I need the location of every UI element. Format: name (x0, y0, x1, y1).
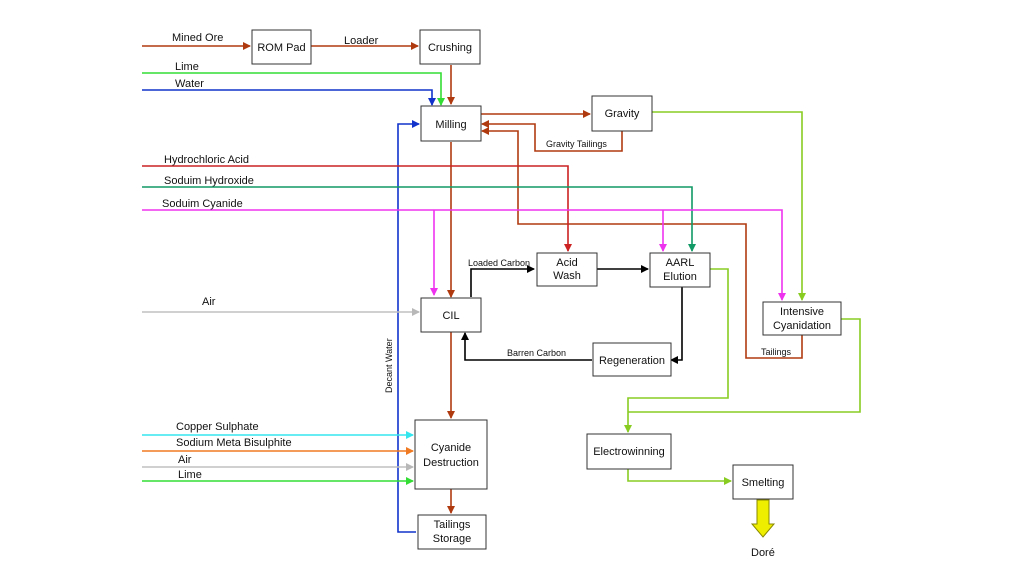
label-loader: Loader (344, 35, 379, 47)
flow-aarl-regeneration (670, 287, 683, 364)
box-regeneration: Regeneration (592, 342, 672, 377)
input-air-cil: Air (202, 296, 216, 308)
input-copper-sulphate: Copper Sulphate (176, 421, 259, 433)
flow-decant-water (397, 120, 420, 533)
box-rom-pad: ROM Pad (251, 29, 312, 65)
svg-text:Regeneration: Regeneration (599, 355, 665, 367)
svg-text:Storage: Storage (433, 533, 472, 545)
svg-text:AARL: AARL (666, 257, 695, 269)
input-mined-ore: Mined Ore (172, 32, 223, 44)
input-lime-top: Lime (175, 61, 199, 73)
input-sodium-cyanide: Soduim Cyanide (162, 198, 243, 210)
box-smelting: Smelting (732, 464, 794, 500)
flow-aarl-electrowinning (624, 268, 729, 433)
svg-text:Crushing: Crushing (428, 42, 472, 54)
flow-gravity-intensive (652, 111, 806, 301)
flow-lines (142, 42, 861, 533)
flow-gravity-tailings (481, 120, 623, 152)
svg-text:Cyanide: Cyanide (431, 442, 471, 454)
svg-text:ROM Pad: ROM Pad (257, 42, 305, 54)
flow-intensive-tailings (481, 127, 803, 359)
input-sodium-hydroxide: Soduim Hydroxide (164, 175, 254, 187)
flow-sodium-cyanide (142, 209, 786, 301)
box-cyanide-destruction: Cyanide Destruction (414, 419, 488, 490)
svg-text:Elution: Elution (663, 271, 697, 283)
flow-intensive-electrowinning (628, 318, 861, 413)
svg-text:Smelting: Smelting (742, 477, 785, 489)
input-sodium-meta-bisulphite: Sodium Meta Bisulphite (176, 437, 292, 449)
input-air-bottom: Air (178, 454, 192, 466)
box-tailings-storage: Tailings Storage (417, 514, 487, 550)
box-intensive-cyanidation: Intensive Cyanidation (762, 301, 842, 336)
input-water: Water (175, 78, 204, 90)
flow-electrowinning-smelting (627, 469, 732, 485)
svg-text:Gravity: Gravity (605, 108, 640, 120)
box-aarl-elution: AARL Elution (649, 252, 711, 288)
box-crushing: Crushing (419, 29, 481, 65)
box-acid-wash: Acid Wash (536, 252, 598, 287)
svg-text:CIL: CIL (442, 310, 459, 322)
flow-barren-carbon (461, 332, 592, 361)
label-tailings: Tailings (761, 347, 792, 357)
svg-text:Tailings: Tailings (434, 519, 471, 531)
label-gravity-tailings: Gravity Tailings (546, 139, 607, 149)
flow-water (142, 89, 436, 106)
label-decant-water: Decant Water (384, 338, 394, 393)
label-barren-carbon: Barren Carbon (507, 348, 566, 358)
label-dore: Doré (751, 547, 775, 559)
flow-sodium-hydroxide (142, 186, 696, 252)
flow-lime-top (142, 72, 445, 106)
input-hydrochloric-acid: Hydrochloric Acid (164, 154, 249, 166)
svg-text:Wash: Wash (553, 270, 581, 282)
box-electrowinning: Electrowinning (586, 433, 672, 470)
box-milling: Milling (420, 105, 482, 142)
svg-text:Intensive: Intensive (780, 306, 824, 318)
svg-text:Electrowinning: Electrowinning (593, 446, 665, 458)
dore-arrow-icon (750, 499, 776, 538)
svg-text:Destruction: Destruction (423, 457, 479, 469)
box-cil: CIL (420, 297, 482, 333)
box-gravity: Gravity (591, 95, 653, 132)
label-loaded-carbon: Loaded Carbon (468, 258, 530, 268)
svg-text:Acid: Acid (556, 257, 577, 269)
svg-text:Cyanidation: Cyanidation (773, 320, 831, 332)
flow-hydrochloric-acid (142, 165, 572, 252)
input-lime-bottom: Lime (178, 469, 202, 481)
svg-text:Milling: Milling (435, 119, 466, 131)
flow-loaded-carbon (470, 265, 535, 297)
